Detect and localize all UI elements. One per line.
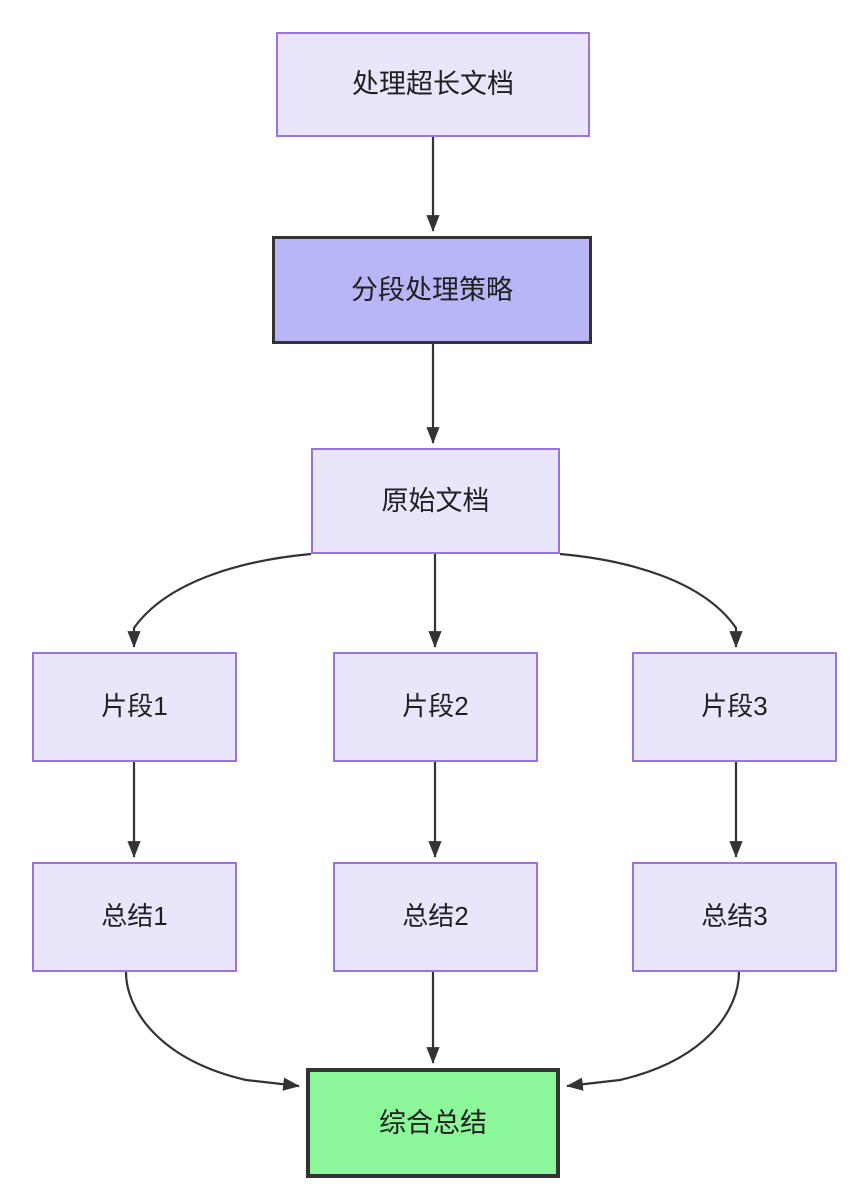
node-label: 综合总结	[379, 1107, 487, 1138]
node-fragment-2[interactable]: 片段2	[333, 652, 538, 762]
node-label: 分段处理策略	[351, 274, 513, 305]
node-summary-3[interactable]: 总结3	[632, 862, 837, 972]
node-label: 总结2	[402, 901, 469, 932]
node-label: 总结1	[101, 901, 168, 932]
node-label: 片段3	[701, 691, 768, 722]
node-label: 总结3	[701, 901, 768, 932]
edge-source-to-frag3	[559, 552, 743, 648]
node-chunking-strategy[interactable]: 分段处理策略	[272, 236, 592, 344]
edge-source-to-frag1	[127, 552, 312, 648]
node-process-long-document[interactable]: 处理超长文档	[276, 32, 590, 137]
node-summary-1[interactable]: 总结1	[32, 862, 237, 972]
node-label: 片段2	[402, 691, 469, 722]
edge-sum3-to-final	[566, 971, 741, 1091]
node-label: 片段1	[101, 691, 168, 722]
node-fragment-3[interactable]: 片段3	[632, 652, 837, 762]
node-label: 处理超长文档	[352, 69, 514, 100]
node-fragment-1[interactable]: 片段1	[32, 652, 237, 762]
node-source-document[interactable]: 原始文档	[311, 448, 560, 554]
node-combined-summary[interactable]: 综合总结	[306, 1068, 560, 1178]
edge-sum1-to-final	[124, 971, 300, 1091]
node-label: 原始文档	[381, 485, 490, 516]
node-summary-2[interactable]: 总结2	[333, 862, 538, 972]
